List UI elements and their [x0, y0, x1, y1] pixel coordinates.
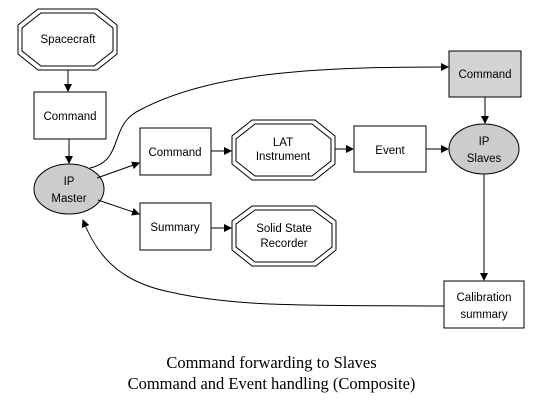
edge-calibration-to-ip-master — [81, 219, 445, 307]
calibration-summary-node: Calibration summary — [443, 280, 525, 329]
command-mid-node: Command — [139, 127, 212, 176]
event-node: Event — [353, 125, 427, 173]
ip-slaves-line2: Slaves — [467, 153, 502, 165]
command-right-node: Command — [448, 50, 522, 98]
lat-instrument-line1: LAT — [273, 137, 293, 149]
event-label: Event — [375, 145, 405, 157]
edge-ip-master-to-command-right — [89, 63, 449, 169]
caption-line2: Command and Event handling (Composite) — [127, 374, 416, 393]
solid-state-recorder-line2: Recorder — [260, 238, 307, 250]
command-left-node: Command — [33, 91, 107, 140]
ip-master-line1: IP — [64, 176, 75, 188]
summary-node: Summary — [139, 202, 212, 251]
ip-master-line2: Master — [51, 193, 86, 205]
summary-label: Summary — [150, 222, 199, 234]
lat-instrument-node: LAT Instrument — [231, 119, 336, 181]
solid-state-recorder-line1: Solid State — [256, 223, 312, 235]
calibration-summary-line2: summary — [460, 309, 508, 321]
edge-ip-master-to-command-mid — [96, 161, 140, 179]
command-mid-label: Command — [148, 147, 201, 159]
command-left-label: Command — [43, 111, 96, 123]
spacecraft-node: Spacecraft — [17, 8, 118, 71]
spacecraft-label: Spacecraft — [41, 34, 97, 46]
lat-instrument-line2: Instrument — [256, 151, 311, 163]
caption-line1: Command forwarding to Slaves — [166, 353, 377, 372]
calibration-summary-line1: Calibration — [457, 292, 512, 304]
command-right-label: Command — [458, 69, 511, 81]
ip-master-node: IP Master — [33, 163, 105, 215]
ip-slaves-node: IP Slaves — [448, 123, 520, 175]
edge-ip-master-to-summary — [97, 199, 140, 216]
solid-state-recorder-node: Solid State Recorder — [231, 205, 337, 267]
ip-slaves-line1: IP — [479, 136, 490, 148]
